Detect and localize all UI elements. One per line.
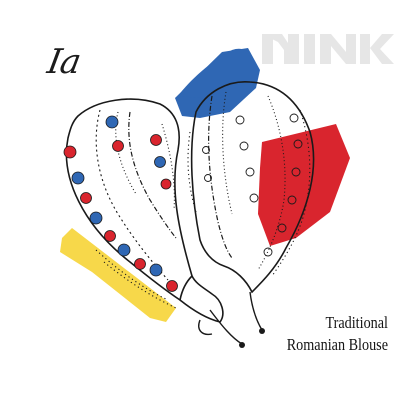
flower-embroidery-icon — [63, 115, 178, 292]
left-cuff-outline — [179, 275, 224, 323]
stitch-line — [103, 261, 177, 309]
brand-logo-icon — [262, 34, 394, 64]
red-flag-stripe — [258, 124, 350, 246]
yellow-flag-stripe — [60, 228, 176, 322]
right-sleeve-outline — [190, 81, 315, 294]
stitch-line — [222, 91, 233, 215]
tie-string — [198, 319, 213, 336]
stitch-line — [208, 95, 233, 259]
tie-tassel — [239, 342, 245, 348]
illustration-caption: Traditional Romanian Blouse — [276, 312, 388, 356]
caption-line-1: Traditional — [325, 313, 388, 332]
left-sleeve-outline — [65, 98, 193, 302]
blue-flag-stripe — [178, 48, 254, 100]
script-title: Ia — [44, 42, 84, 82]
tie-tassel — [259, 328, 265, 334]
tie-string — [209, 309, 243, 345]
flower-embroidery-icon — [202, 113, 303, 257]
stitch-line — [271, 109, 311, 277]
stitch-line — [95, 249, 169, 301]
stitch-line — [115, 111, 137, 195]
tie-string — [249, 291, 263, 331]
stitch-line — [161, 123, 175, 211]
stitch-line — [128, 111, 177, 239]
caption-line-2: Romanian Blouse — [286, 335, 388, 354]
